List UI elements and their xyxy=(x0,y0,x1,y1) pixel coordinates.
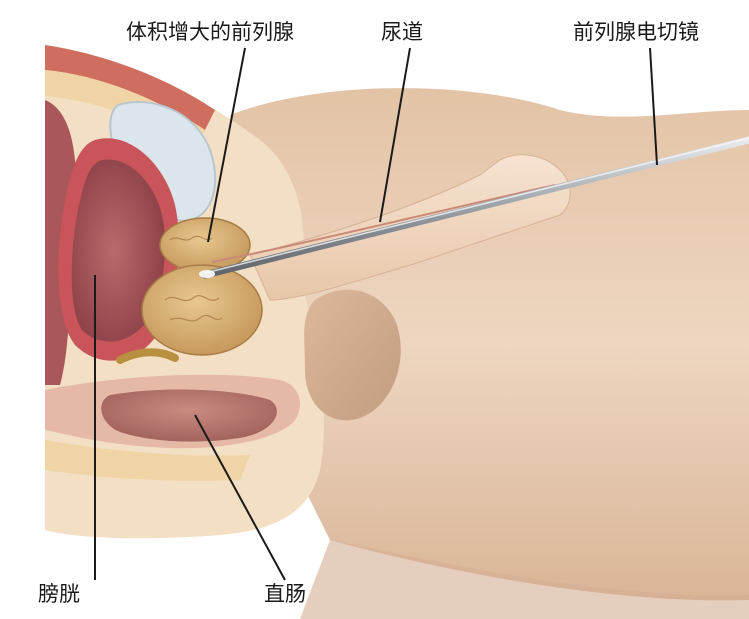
label-bladder: 膀胱 xyxy=(38,582,80,606)
label-enlarged-prostate: 体积增大的前列腺 xyxy=(126,20,294,44)
resectoscope-leader xyxy=(649,47,658,166)
rectum-leader xyxy=(194,414,286,581)
urethra-leader xyxy=(379,47,411,223)
prostate-leader xyxy=(207,47,246,243)
resectoscope xyxy=(199,136,749,279)
label-urethra: 尿道 xyxy=(381,20,423,44)
rectum xyxy=(45,374,300,481)
body-skin xyxy=(230,88,749,619)
leader-lines xyxy=(94,47,658,581)
label-resectoscope: 前列腺电切镜 xyxy=(573,20,699,44)
label-rectum: 直肠 xyxy=(264,582,306,606)
scrotum xyxy=(304,289,401,421)
